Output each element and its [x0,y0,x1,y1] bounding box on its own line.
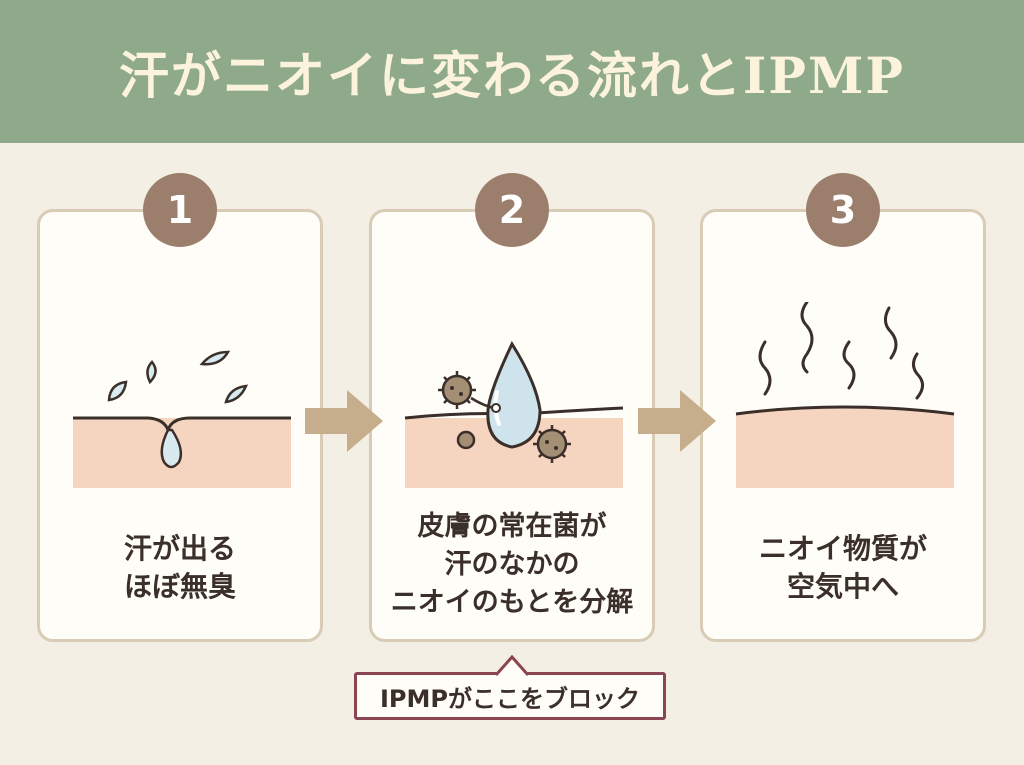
callout-text: IPMPがここをブロック [380,684,640,713]
arrow-right-icon [638,390,716,452]
step-card-2: 皮膚の常在菌が 汗のなかの ニオイのもとを分解 [369,209,655,642]
odor-waves-icon [735,302,955,488]
step-3-line-1: ニオイ物質が [758,532,927,565]
page-title: 汗がニオイに変わる流れとIPMP [119,45,905,105]
step-2-line-1: 皮膚の常在菌が [417,511,607,542]
title-banner: 汗がニオイに変わる流れとIPMP [0,0,1024,143]
bacteria-droplet-icon [404,340,624,488]
arrow-right-icon [305,390,383,452]
bacteria-1-icon [438,371,501,413]
sweat-droplets-icon [73,350,291,488]
step-card-1: 汗が出る ほぼ無臭 [37,209,323,642]
step-badge-1: 1 [143,173,217,247]
step-badge-3: 3 [806,173,880,247]
ipmp-callout: IPMPがここをブロック [354,672,666,720]
callout-pointer-icon [496,654,528,676]
step-card-3: ニオイ物質が 空気中へ [700,209,986,642]
step-3-line-2: 空気中へ [786,570,899,603]
step-badge-2: 2 [475,173,549,247]
bacteria-2-icon [456,430,476,450]
step-2-line-3: ニオイのもとを分解 [390,587,634,618]
bacteria-3-icon [533,425,571,463]
step-1-line-1: 汗が出る [123,532,236,565]
step-2-line-2: 汗のなかの [444,549,580,580]
step-1-line-2: ほぼ無臭 [123,570,236,603]
